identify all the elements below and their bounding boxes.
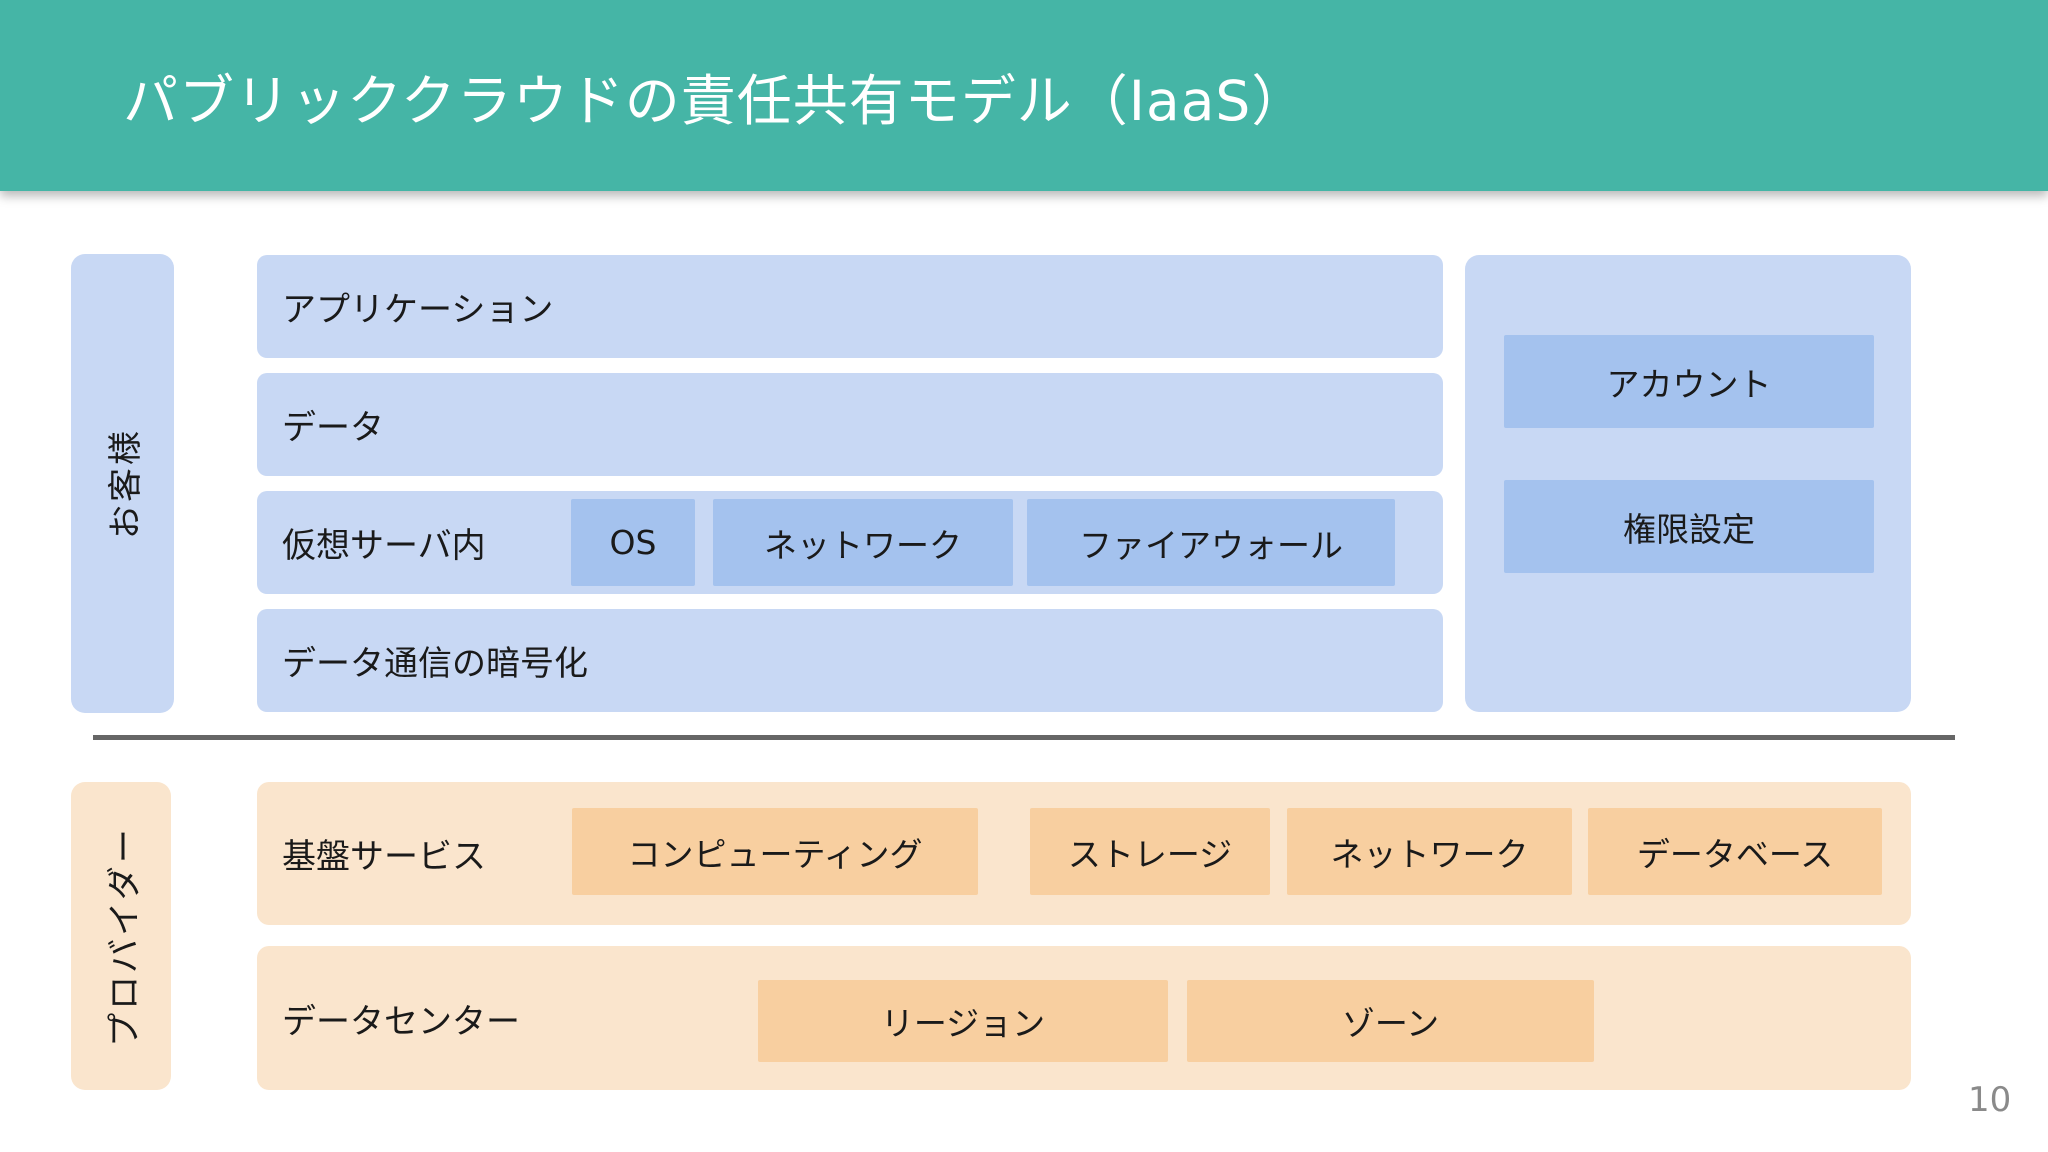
row-application-label: アプリケーション xyxy=(282,290,554,330)
chip-database: データベース xyxy=(1588,808,1882,895)
chip-firewall: ファイアウォール xyxy=(1027,499,1395,586)
row-data-label: データ xyxy=(282,408,384,448)
provider-label-box: プロバイダー xyxy=(71,782,171,1090)
row-virtual-server: 仮想サーバ内 OS ネットワーク ファイアウォール xyxy=(257,491,1443,594)
page-number: 10 xyxy=(1968,1080,2012,1120)
chip-account: アカウント xyxy=(1504,335,1874,428)
row-data: データ xyxy=(257,373,1443,476)
row-virtual-server-label: 仮想サーバ内 xyxy=(282,526,486,566)
row-infra-services-label: 基盤サービス xyxy=(282,837,486,877)
row-data-encryption: データ通信の暗号化 xyxy=(257,609,1443,712)
row-infra-services: 基盤サービス コンピューティング ストレージ ネットワーク データベース xyxy=(257,782,1911,925)
chip-storage: ストレージ xyxy=(1030,808,1270,895)
slide-header: パブリッククラウドの責任共有モデル（IaaS） xyxy=(0,0,2048,191)
row-datacenter-label: データセンター xyxy=(282,1001,520,1042)
chip-permission-settings: 権限設定 xyxy=(1504,480,1874,573)
provider-label: プロバイダー xyxy=(104,825,145,1047)
chip-zone: ゾーン xyxy=(1187,980,1594,1062)
chip-region: リージョン xyxy=(758,980,1168,1062)
chip-network: ネットワーク xyxy=(713,499,1013,586)
row-datacenter: データセンター リージョン ゾーン xyxy=(257,946,1911,1090)
slide-title: パブリッククラウドの責任共有モデル（IaaS） xyxy=(123,68,1308,133)
customer-label-box: お客様 xyxy=(71,254,174,713)
responsibility-divider xyxy=(93,735,1955,740)
chip-os: OS xyxy=(571,499,695,586)
customer-label: お客様 xyxy=(106,428,146,539)
customer-side-panel: アカウント 権限設定 xyxy=(1465,255,1911,712)
chip-computing: コンピューティング xyxy=(572,808,978,895)
row-data-encryption-label: データ通信の暗号化 xyxy=(282,644,588,684)
row-application: アプリケーション xyxy=(257,255,1443,358)
chip-provider-network: ネットワーク xyxy=(1287,808,1572,895)
